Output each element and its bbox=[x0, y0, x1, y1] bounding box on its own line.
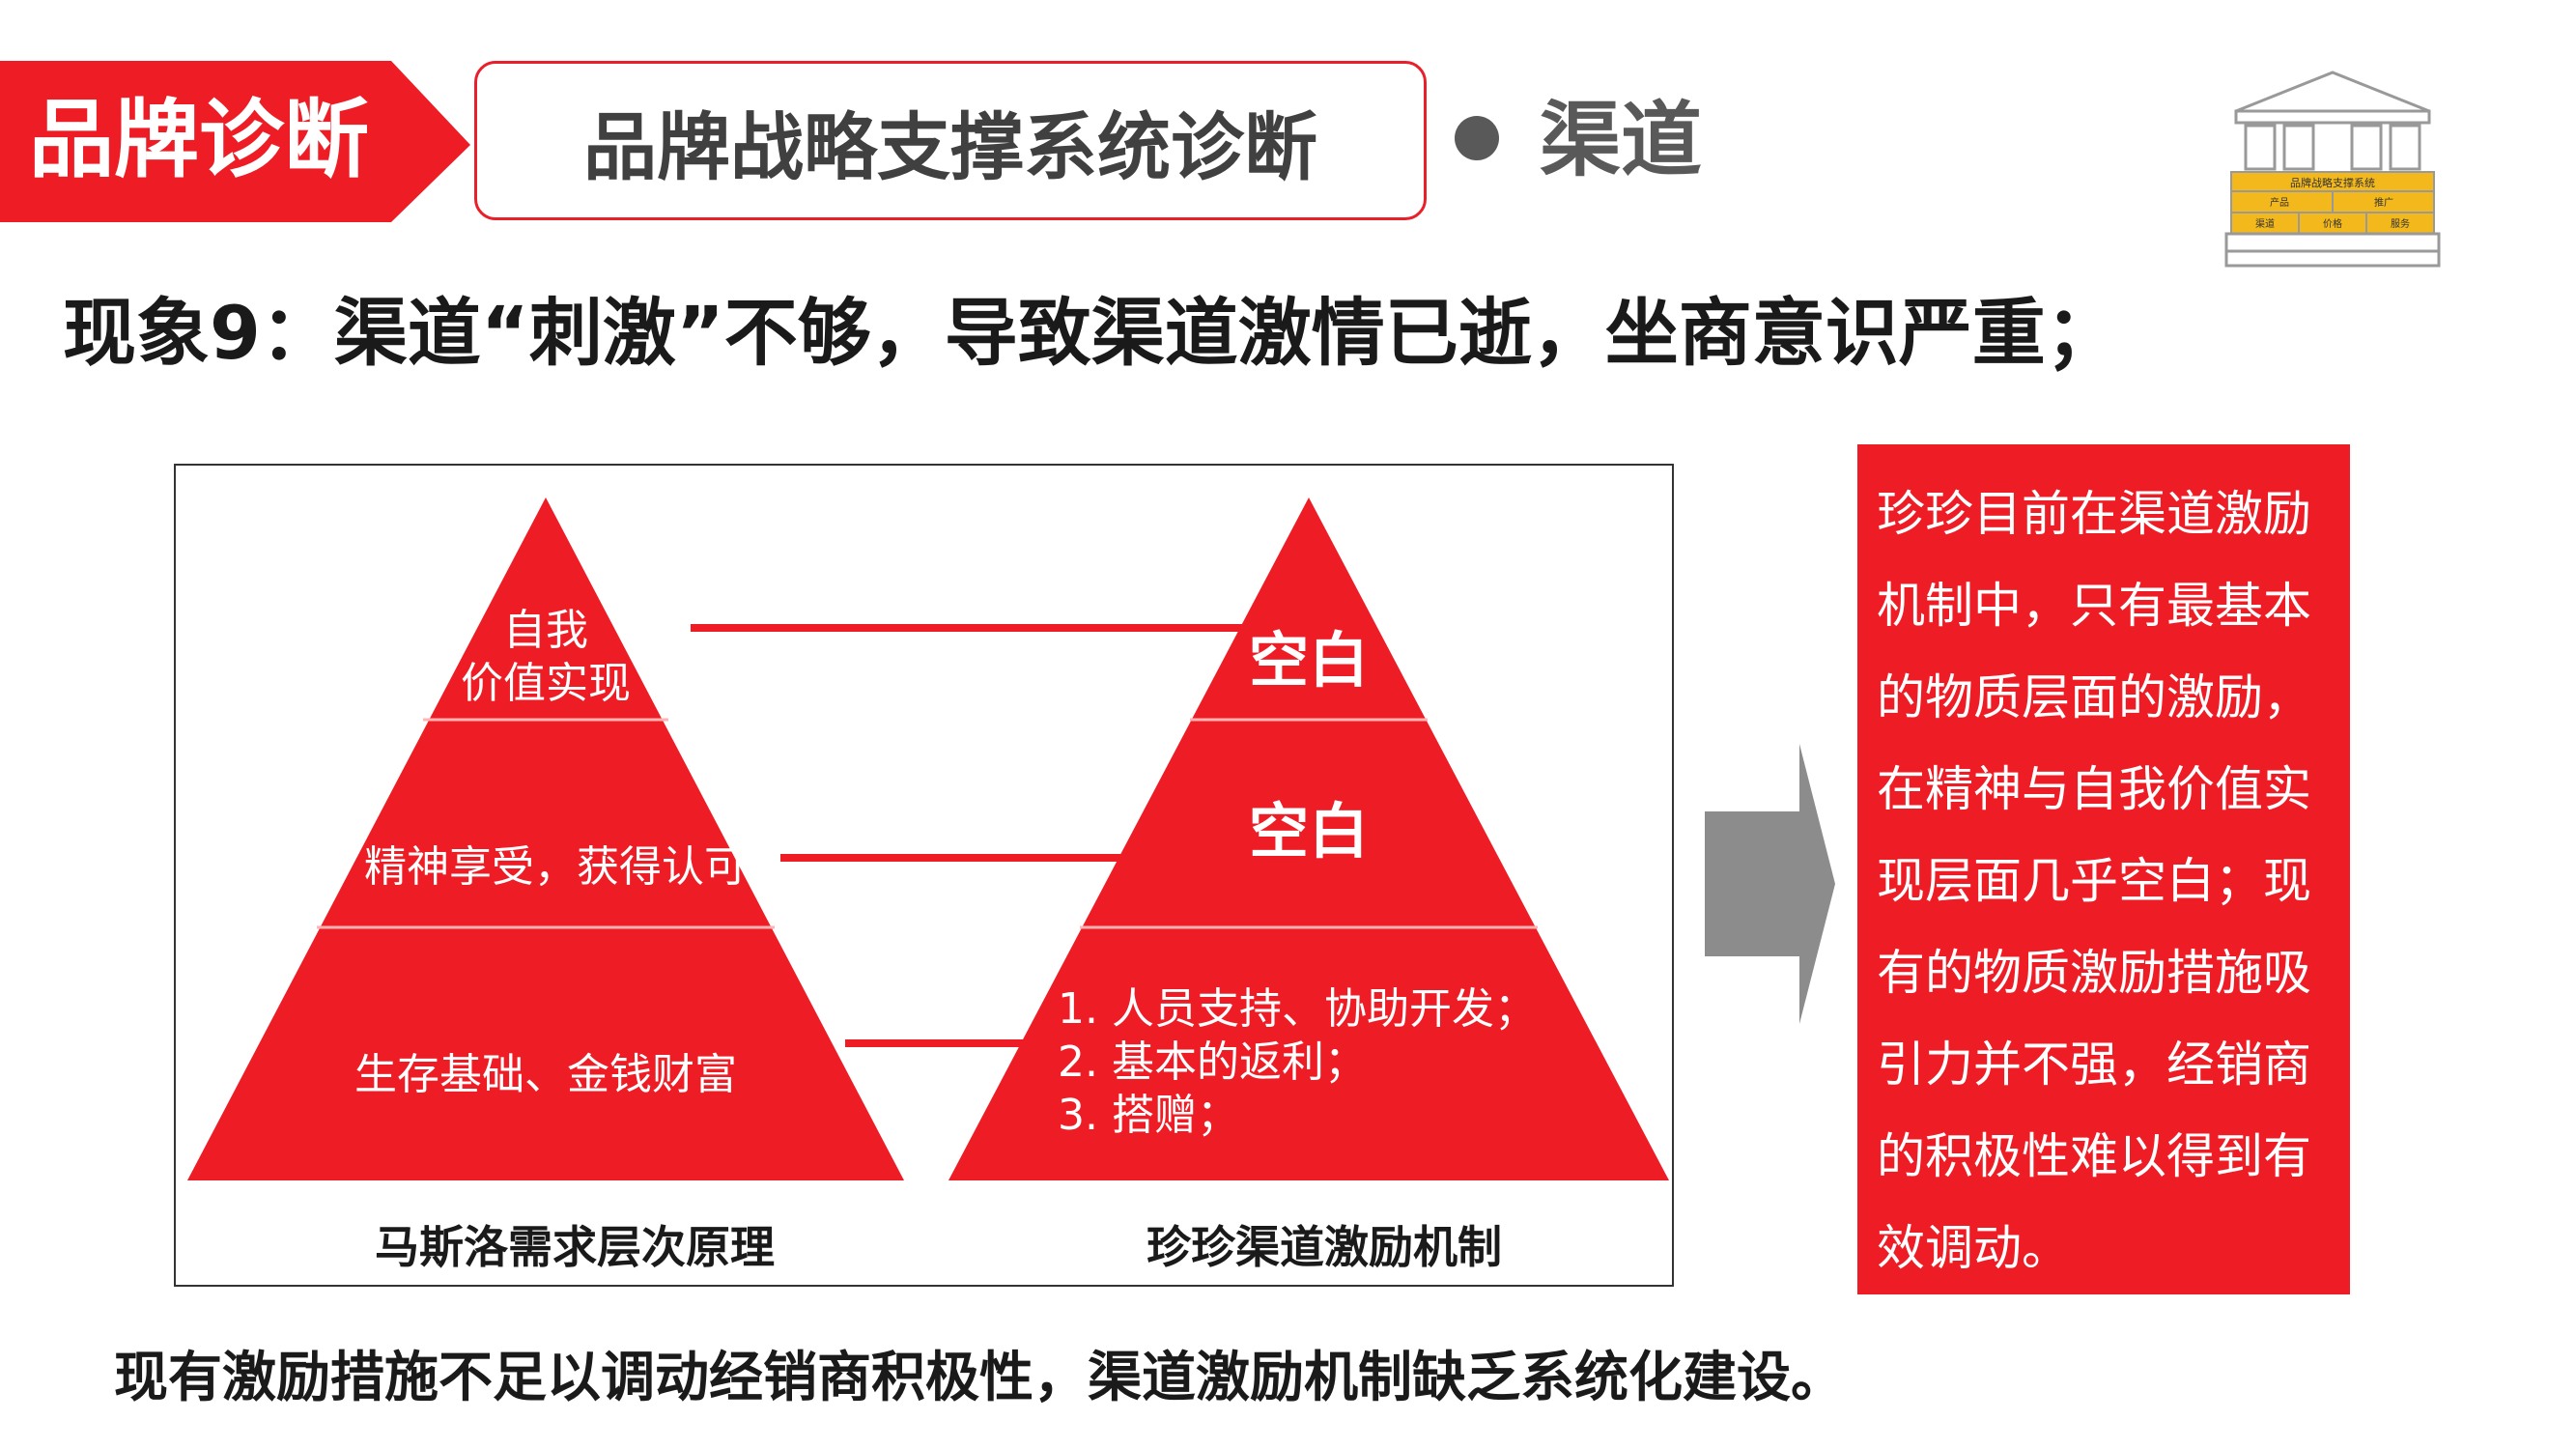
note-line: 现层面几乎空白；现 bbox=[1877, 853, 2311, 909]
maslow-level-middle: 精神享受，获得认可 bbox=[364, 842, 747, 892]
logo-cell: 价格 bbox=[2323, 217, 2342, 230]
note-line: 的积极性难以得到有 bbox=[1877, 1128, 2311, 1184]
zhenzhen-list-item: 1. 人员支持、协助开发； bbox=[1058, 984, 1537, 1034]
maslow-pyramid bbox=[187, 497, 904, 1180]
zhenzhen-list-item: 2. 基本的返利； bbox=[1058, 1037, 1367, 1087]
level-arrow-top bbox=[691, 616, 1338, 639]
note-line: 机制中，只有最基本 bbox=[1877, 578, 2311, 634]
conclusion-text: 现有激励措施不足以调动经销商积极性，渠道激励机制缺乏系统化建设。 bbox=[114, 1347, 1845, 1409]
logo-banner: 品牌战略支撑系统 bbox=[2290, 176, 2375, 189]
header-tag-shape bbox=[0, 61, 470, 222]
subtitle-text: 品牌战略支撑系统诊断 bbox=[583, 103, 1317, 190]
note-line: 珍珍目前在渠道激励 bbox=[1877, 486, 2311, 542]
zhenzhen-level-top: 空白 bbox=[1248, 625, 1369, 696]
logo-cell: 产品 bbox=[2270, 196, 2289, 209]
note-line: 的物质层面的激励， bbox=[1877, 669, 2311, 725]
note-line: 在精神与自我价值实 bbox=[1877, 761, 2311, 817]
phenomenon-heading: 现象9：渠道“刺激”不够，导致渠道激情已逝，坐商意识严重； bbox=[63, 290, 2119, 376]
maslow-level-bottom: 生存基础、金钱财富 bbox=[354, 1050, 737, 1099]
zhenzhen-level-middle: 空白 bbox=[1248, 796, 1369, 867]
note-box: 珍珍目前在渠道激励 机制中，只有最基本 的物质层面的激励， 在精神与自我价值实 … bbox=[1857, 444, 2350, 1294]
zhenzhen-pyramid bbox=[948, 497, 1669, 1180]
note-line: 效调动。 bbox=[1877, 1220, 2070, 1276]
subtitle-box: 品牌战略支撑系统诊断 bbox=[474, 61, 1427, 220]
level-arrow-middle bbox=[780, 846, 1260, 869]
building-logo-icon: 品牌战略支撑系统 产品 推广 渠道 价格 服务 bbox=[2224, 71, 2441, 268]
maslow-level-top: 自我 价值实现 bbox=[461, 606, 631, 708]
header-tag: 品牌诊断 bbox=[29, 90, 370, 189]
logo-cell: 推广 bbox=[2374, 196, 2393, 209]
note-line: 引力并不强，经销商 bbox=[1877, 1037, 2311, 1093]
big-right-arrow-icon bbox=[1705, 744, 1835, 1024]
level-arrow-bottom bbox=[845, 1032, 1169, 1055]
note-line: 有的物质激励措施吸 bbox=[1877, 945, 2311, 1001]
logo-cell: 服务 bbox=[2391, 217, 2410, 230]
zhenzhen-list-item: 3. 搭赠； bbox=[1058, 1091, 1239, 1140]
section-label: 渠道 bbox=[1540, 93, 1703, 187]
zhenzhen-caption: 珍珍渠道激励机制 bbox=[1146, 1221, 1502, 1273]
pyramid-diagram bbox=[187, 497, 1669, 1180]
maslow-caption: 马斯洛需求层次原理 bbox=[375, 1221, 775, 1273]
bullet-dot-icon bbox=[1455, 116, 1499, 160]
logo-cell: 渠道 bbox=[2255, 217, 2275, 230]
